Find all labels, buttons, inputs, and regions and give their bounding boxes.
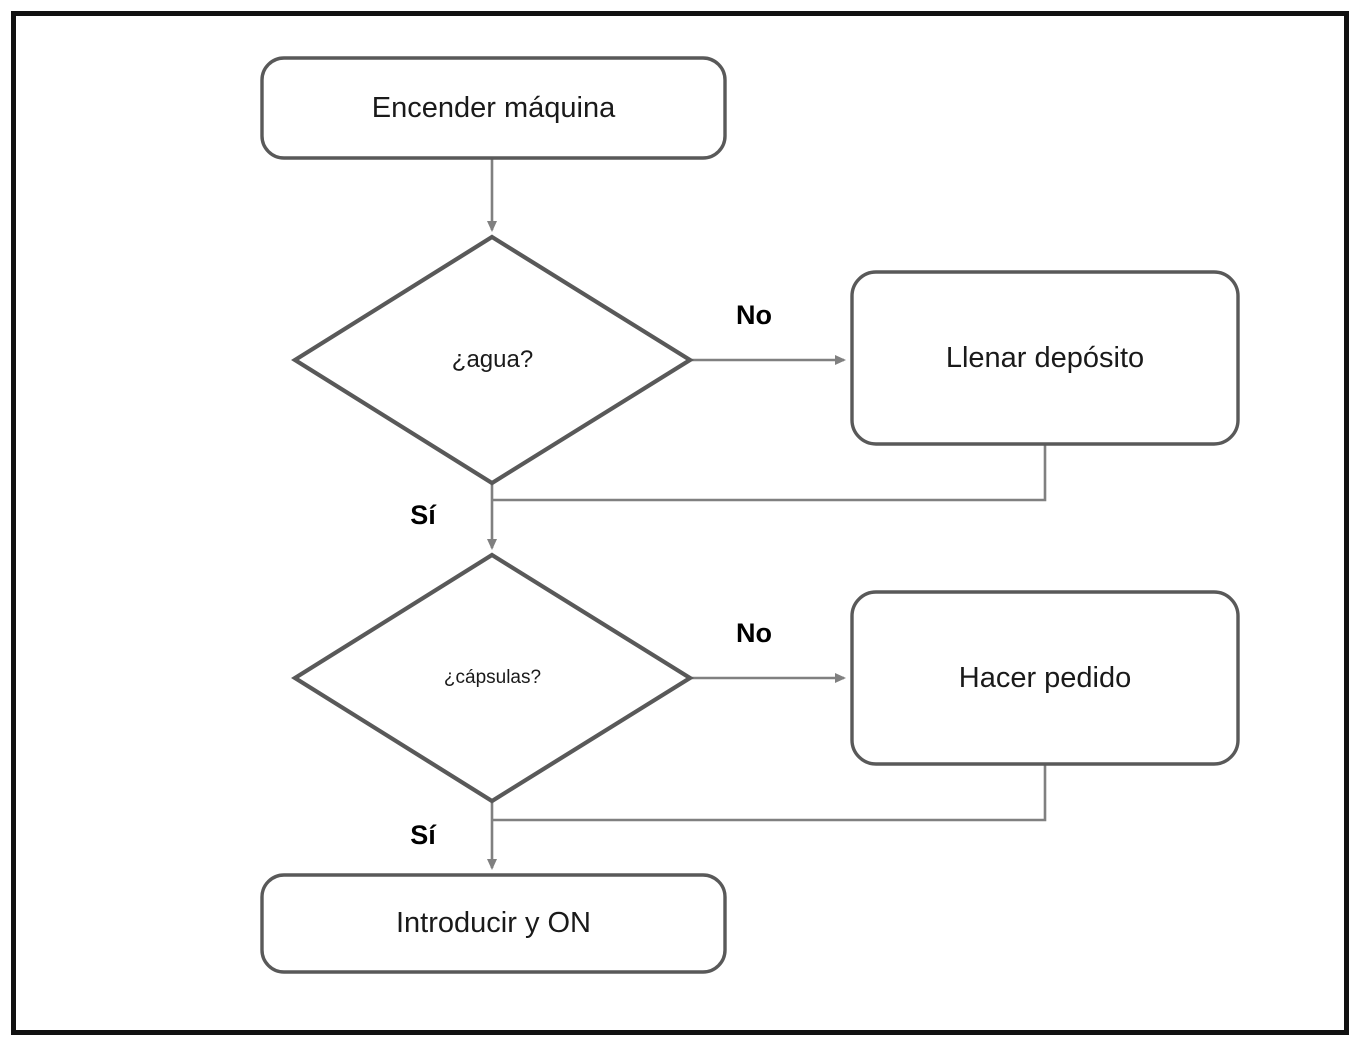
node-decision-agua[interactable] — [291, 234, 694, 486]
node-llenar-deposito[interactable] — [850, 270, 1240, 446]
diagram-frame — [11, 11, 1349, 1035]
edge-label-no-capsulas: No — [736, 617, 772, 648]
node-hacer-pedido[interactable] — [850, 590, 1240, 766]
edge-pedido-return — [492, 764, 1047, 822]
node-decision-capsulas[interactable] — [291, 552, 694, 804]
edge-label-si-capsulas: Sí — [410, 819, 436, 850]
edge-label-si-agua: Sí — [410, 499, 436, 530]
edge-llenar-return — [492, 444, 1047, 502]
node-encender-maquina[interactable] — [260, 56, 727, 160]
node-introducir-y-on[interactable] — [260, 873, 727, 974]
edge-label-no-agua: No — [736, 299, 772, 330]
